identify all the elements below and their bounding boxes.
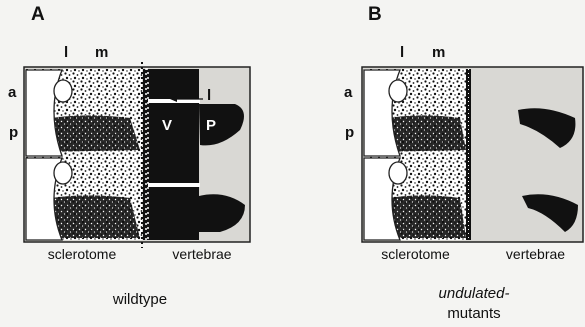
panel-b-boundary-dark bbox=[466, 69, 471, 240]
panel-a-label-process: P bbox=[206, 117, 216, 134]
panel-a-sclerotome-label: sclerotome bbox=[22, 246, 142, 262]
panel-b-nucleus-lower bbox=[389, 162, 407, 184]
panel-a-label-l: l bbox=[64, 44, 68, 61]
panel-a-vertebral-body bbox=[143, 69, 199, 240]
panel-a-caption: wildtype bbox=[80, 291, 200, 308]
panel-a-letter: A bbox=[31, 4, 45, 26]
panel-a-nucleus-lower bbox=[54, 162, 72, 184]
panel-b-vertebrae-label: vertebrae bbox=[486, 246, 585, 262]
panel-a-arrow-label-l: l bbox=[207, 87, 211, 104]
panel-a-label-m: m bbox=[95, 44, 108, 61]
panel-b-diagram bbox=[362, 67, 583, 242]
panel-a-label-a: a bbox=[8, 84, 16, 101]
panel-a-label-v: V bbox=[162, 117, 172, 134]
panel-a-vertebrae-label: vertebrae bbox=[152, 246, 252, 262]
panel-b-label-p: p bbox=[345, 124, 354, 141]
panel-b-label-m: m bbox=[432, 44, 445, 61]
panel-b-label-a: a bbox=[344, 84, 352, 101]
panel-a-diagram bbox=[24, 62, 250, 248]
panel-b-letter: B bbox=[368, 4, 382, 26]
panel-b-caption-line1: undulated- bbox=[414, 285, 534, 302]
panel-b-sclerotome-label: sclerotome bbox=[358, 246, 473, 262]
panel-a-nucleus-upper bbox=[54, 80, 72, 102]
panel-a-label-p: p bbox=[9, 124, 18, 141]
panel-a-intervertebral-gap-lower bbox=[148, 183, 200, 187]
panel-b-caption-line2: mutants bbox=[414, 305, 534, 322]
panel-b-nucleus-upper bbox=[389, 80, 407, 102]
panel-b-label-l: l bbox=[400, 44, 404, 61]
